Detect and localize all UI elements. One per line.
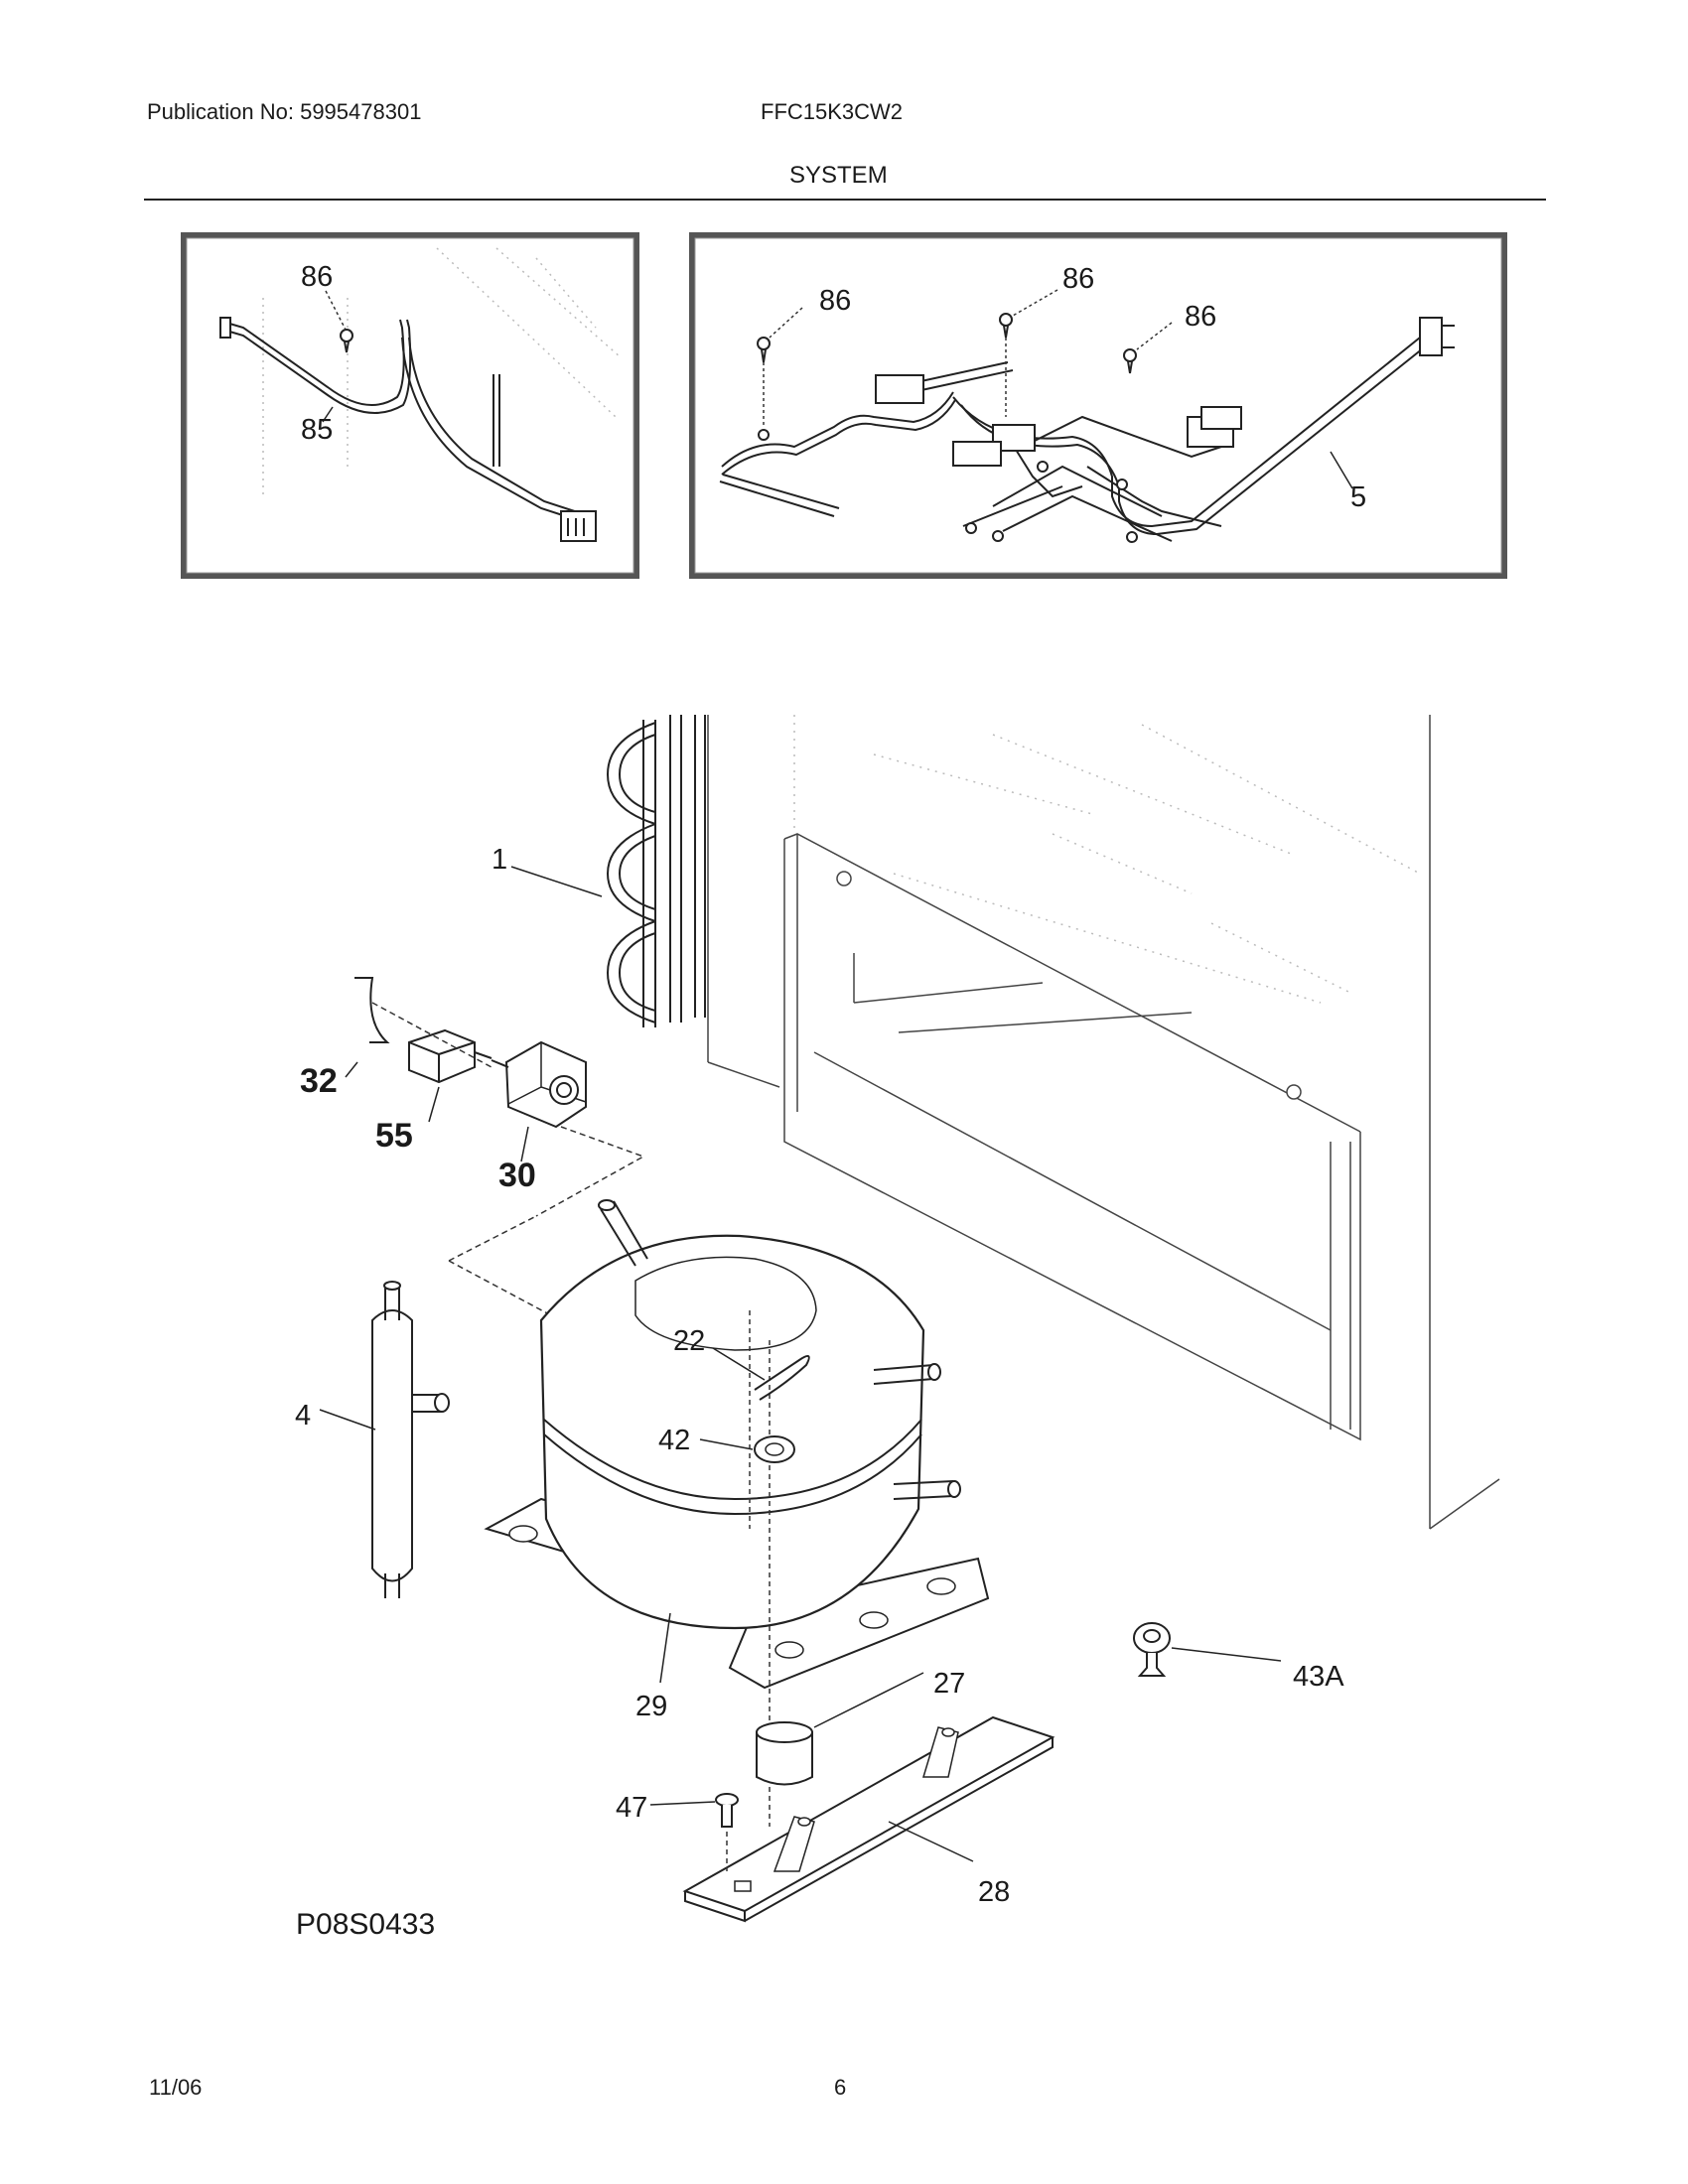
screw-47	[715, 1793, 739, 1828]
callout-4: 4	[295, 1400, 311, 1432]
screw-icon	[340, 329, 353, 353]
page-number: 6	[834, 2075, 847, 2100]
figure-id: P08S0433	[296, 1908, 436, 1941]
callout-86-left: 86	[301, 261, 333, 293]
section-title: SYSTEM	[789, 162, 888, 189]
clip-22	[754, 1355, 810, 1401]
callout-85: 85	[301, 414, 333, 446]
callout-27: 27	[933, 1668, 965, 1700]
publication-number: Publication No: 5995478301	[147, 99, 422, 124]
overload-cover-30	[491, 1040, 587, 1129]
callout-86-r3: 86	[1185, 301, 1216, 333]
callout-29: 29	[635, 1691, 667, 1722]
inset-left-panel: 86 85	[181, 232, 639, 579]
clip-32	[354, 977, 390, 1043]
relay-55	[408, 1028, 492, 1084]
clamp-43a	[1133, 1622, 1171, 1677]
callout-28: 28	[978, 1876, 1010, 1908]
callout-86-r2: 86	[1062, 263, 1094, 295]
model-number: FFC15K3CW2	[761, 99, 904, 124]
callout-42: 42	[658, 1425, 690, 1456]
mount-grommet-27	[756, 1721, 813, 1786]
callout-47: 47	[616, 1792, 647, 1824]
callout-55: 55	[375, 1117, 413, 1155]
grommet-42	[754, 1435, 795, 1463]
callout-32: 32	[300, 1062, 338, 1100]
header-divider	[144, 199, 1546, 201]
cabinet-outline	[707, 715, 1500, 1530]
condenser-coil	[606, 715, 706, 1027]
callout-30: 30	[498, 1157, 536, 1194]
callout-5: 5	[1350, 481, 1366, 513]
inset-right-panel: 86 86 86 5	[689, 232, 1507, 579]
callout-1: 1	[492, 844, 507, 876]
callout-86-r1: 86	[819, 285, 851, 317]
callout-22: 22	[673, 1325, 705, 1357]
filter-drier-4	[371, 1281, 450, 1598]
mount-rail-28	[682, 1715, 1055, 1923]
callout-43a: 43A	[1293, 1661, 1344, 1693]
footer-date: 11/06	[149, 2075, 203, 2100]
screw-icon	[1123, 348, 1137, 374]
compressor-29	[484, 1199, 990, 1827]
wire-harness-85	[225, 319, 585, 522]
main-assembly: 1 32 55 30 4 22 42 29 27 47 28 43A	[295, 715, 1500, 1923]
